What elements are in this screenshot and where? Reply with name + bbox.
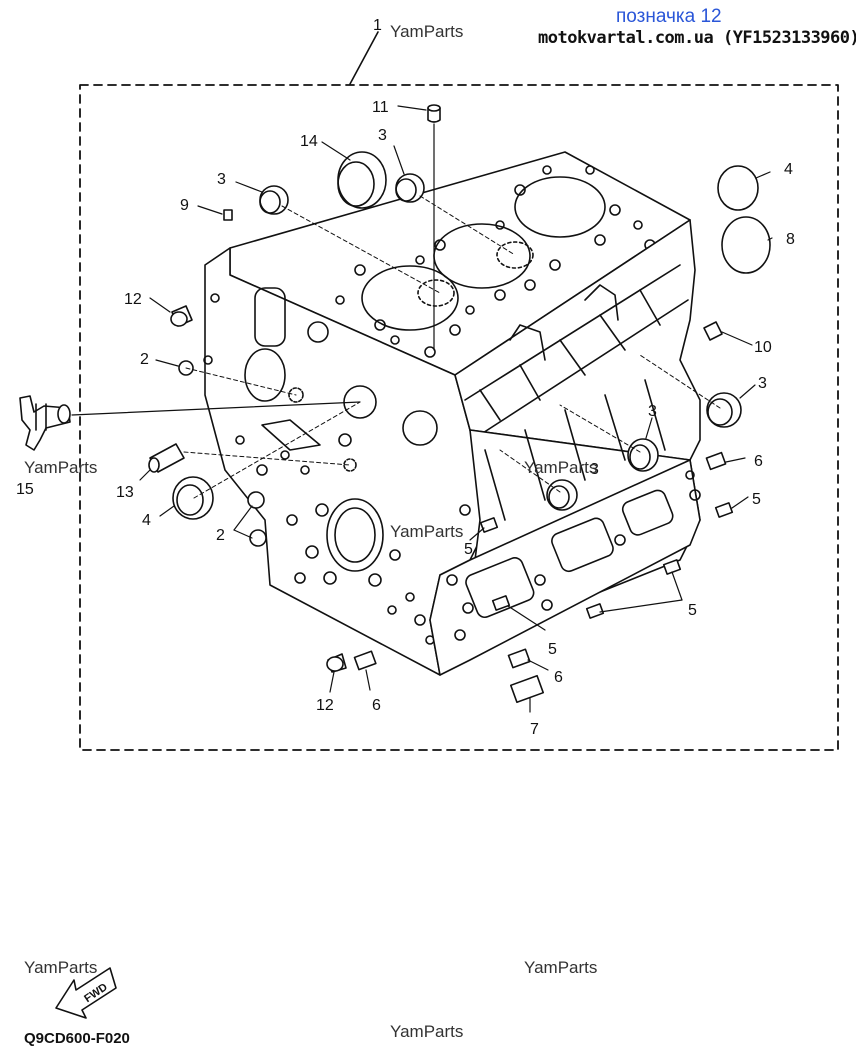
part-5-stud — [491, 595, 511, 611]
cylinder-block — [203, 151, 701, 676]
part-9-pin — [223, 209, 233, 221]
part-8-cap — [721, 216, 771, 274]
watermark: YamParts — [24, 458, 98, 477]
callout-15: 15 — [16, 481, 34, 498]
callout-4: 4 — [142, 512, 151, 529]
part-6-bolt — [507, 648, 531, 669]
part-13-sleeve — [148, 443, 185, 473]
part-3-plug-mid — [627, 438, 659, 472]
callout-9: 9 — [180, 197, 189, 214]
stamp-source: motokvartal.com.ua (YF1523133960) — [538, 28, 856, 48]
callout-5: 5 — [752, 491, 761, 508]
callout-5: 5 — [548, 641, 557, 658]
part-3-plug-low — [546, 479, 578, 511]
leader-1 — [349, 31, 379, 85]
callout-12: 12 — [316, 697, 334, 714]
callout-3: 3 — [378, 127, 387, 144]
watermark: YamParts — [24, 958, 98, 977]
part-6-bolt — [353, 650, 377, 671]
watermark: YamParts — [390, 522, 464, 541]
callout-8: 8 — [786, 231, 795, 248]
callout-4: 4 — [784, 161, 793, 178]
part-14-plug — [337, 151, 387, 209]
part-5-stud — [714, 502, 734, 518]
part-11-dowel — [427, 104, 441, 123]
callout-12: 12 — [124, 291, 142, 308]
part-3-plug-top — [395, 173, 425, 203]
callout-3: 3 — [758, 375, 767, 392]
part-6-bolt — [705, 451, 727, 471]
part-5-stud — [479, 517, 499, 533]
part-7-bolt — [509, 674, 545, 704]
callout-6: 6 — [554, 669, 563, 686]
part-12-sleeve-top — [170, 305, 193, 327]
callout-14: 14 — [300, 133, 318, 150]
figure-code: Q9CD600-F020 — [24, 1030, 130, 1047]
callout-2: 2 — [216, 527, 225, 544]
callouts: 1 11 14 3 3 9 4 8 12 10 2 3 3 3 6 15 13 … — [16, 17, 795, 738]
alignment-lines — [183, 195, 721, 499]
callout-1: 1 — [373, 17, 382, 34]
part-10-pin — [703, 321, 723, 341]
watermark: YamParts — [390, 1022, 464, 1041]
part-5-stud — [662, 559, 682, 575]
callout-6: 6 — [754, 453, 763, 470]
callout-3: 3 — [648, 403, 657, 420]
stamp-title: позначка 12 — [616, 6, 722, 27]
assembly-boundary — [79, 84, 839, 751]
callout-5: 5 — [464, 541, 473, 558]
watermark: YamParts — [390, 22, 464, 41]
part-3-plug-left — [259, 185, 289, 215]
watermark: YamParts — [524, 958, 598, 977]
callout-13: 13 — [116, 484, 134, 501]
leader-lines — [71, 105, 773, 713]
callout-10: 10 — [754, 339, 772, 356]
part-4-plug-top — [717, 165, 759, 211]
callout-2: 2 — [140, 351, 149, 368]
callout-7: 7 — [530, 721, 539, 738]
callout-11: 11 — [372, 99, 389, 116]
part-5-stud — [585, 603, 605, 619]
callout-5: 5 — [688, 602, 697, 619]
part-15-sensor — [19, 395, 71, 451]
watermark: YamParts — [524, 458, 598, 477]
part-4-plug-left — [172, 476, 214, 520]
part-3-plug-right — [706, 392, 742, 428]
callout-3: 3 — [217, 171, 226, 188]
callout-6: 6 — [372, 697, 381, 714]
part-2-dowel-bottom — [247, 491, 267, 547]
callout-3: 3 — [590, 461, 599, 478]
part-12-sleeve-bottom — [326, 653, 347, 673]
